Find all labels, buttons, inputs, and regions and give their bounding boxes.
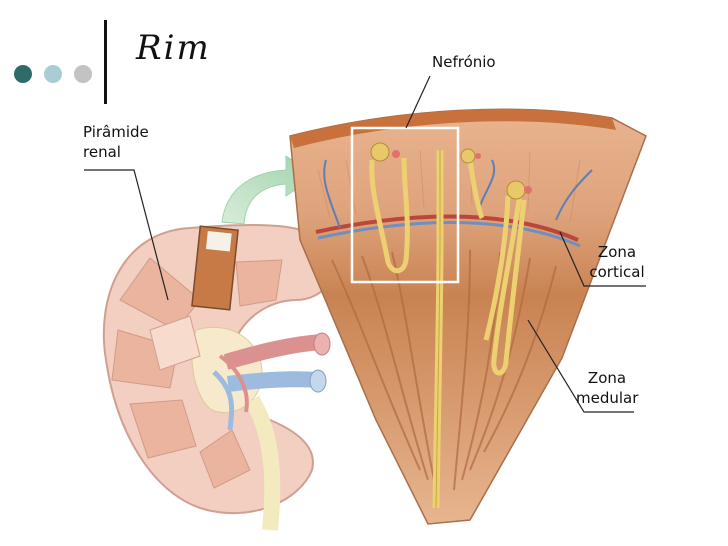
label-zona-cortical: Zona cortical [586,242,648,282]
decor-dot-dark [14,65,32,83]
leader-zona-cortical [559,231,646,287]
leader-zona-medular [527,319,634,413]
decor-dot-light-blue [44,65,62,83]
title-divider [104,20,107,104]
label-nefronio: Nefrónio [432,53,496,71]
label-zona-medular-line2: medular [576,389,639,407]
leader-nefronio [405,75,431,129]
nephron-highlight-box [350,126,460,284]
label-piramide-line2: renal [83,143,121,161]
leader-piramide [84,169,169,301]
label-zona-cortical-line1: Zona [597,243,637,261]
slide-title: Rim [136,28,211,68]
renal-wedge [289,108,647,525]
decor-dot-grey [74,65,92,83]
label-zona-medular-line1: Zona [587,369,627,387]
label-zona-medular: Zona medular [576,368,638,408]
label-zona-cortical-line2: cortical [589,263,645,281]
label-piramide-renal: Pirâmide renal [83,122,149,162]
kidney-section [102,223,335,531]
label-piramide-line1: Pirâmide [83,123,149,141]
